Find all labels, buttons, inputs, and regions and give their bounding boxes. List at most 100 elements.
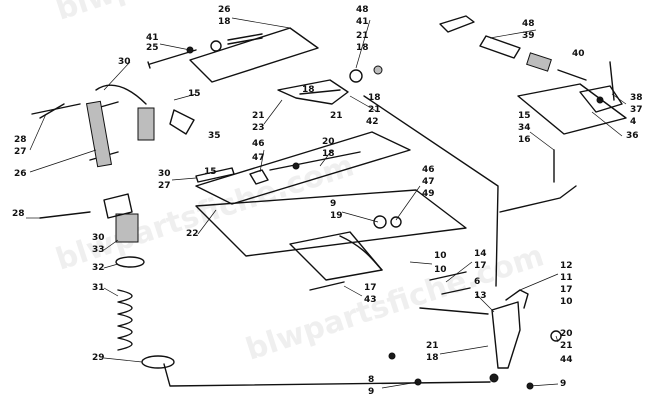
callout: 40 [572, 49, 585, 59]
mid-plate [195, 131, 411, 205]
shock-mount-arm [95, 84, 147, 105]
callout-labels: 26 18 41 25 48 41 21 18 30 15 35 28 27 2… [12, 5, 643, 397]
callout: 47 [422, 177, 435, 187]
lower-plate [195, 189, 467, 257]
callout: 35 [208, 131, 221, 141]
callout: 31 [92, 283, 105, 293]
callout: 9 [560, 379, 566, 389]
callout: 33 [92, 245, 105, 255]
shock-body [85, 100, 113, 168]
washer-21 [550, 330, 562, 342]
lower-bushing-2 [390, 216, 402, 228]
callout: 16 [518, 135, 531, 145]
callout: 17 [474, 261, 487, 271]
callout: 18 [368, 93, 381, 103]
ball-joint [489, 373, 499, 383]
callout: 9 [368, 387, 374, 397]
callout: 26 [14, 169, 27, 179]
callout: 48 [522, 19, 535, 29]
nut [292, 162, 300, 170]
lower-a-arm [289, 231, 383, 281]
watermark: blwpartsfiche.com [242, 238, 549, 367]
bushing-30 [103, 193, 133, 219]
rod-39 [479, 35, 521, 59]
callout: 26 [218, 5, 231, 15]
callout: 42 [366, 117, 379, 127]
callout: 30 [158, 169, 171, 179]
callout: 21 [560, 341, 573, 351]
callout: 46 [422, 165, 435, 175]
callout: 38 [630, 93, 643, 103]
callout: 21 [252, 111, 265, 121]
callout: 4 [630, 117, 636, 127]
reservoir [137, 107, 155, 141]
callout: 37 [630, 105, 643, 115]
bolt-38 [609, 61, 615, 101]
lower-tie [419, 307, 489, 315]
spring-31 [117, 289, 133, 351]
callout: 30 [118, 57, 131, 67]
upper-shaft [227, 33, 263, 45]
callout: 20 [322, 137, 335, 147]
callout: 17 [560, 285, 573, 295]
spindle [491, 301, 521, 369]
tie-rod [163, 363, 491, 387]
callout: 14 [474, 249, 487, 259]
leader-lines [26, 17, 627, 389]
callout: 18 [218, 17, 231, 27]
callout: 27 [14, 147, 27, 157]
bolt-28-lower [39, 211, 91, 219]
bolt-17 [309, 281, 345, 291]
cylinder-39 [526, 52, 552, 72]
callout: 49 [422, 189, 435, 199]
callout: 34 [518, 123, 531, 133]
bolt-27 [39, 103, 65, 119]
callout: 17 [364, 283, 377, 293]
cable [363, 95, 499, 287]
callout: 32 [92, 263, 105, 273]
bolt-8 [388, 352, 396, 360]
washer [373, 65, 383, 75]
cup-33 [115, 213, 139, 243]
bolt-14 [429, 271, 467, 281]
watermark: blwpartsfiche.com [52, 0, 359, 28]
spring-seat-29 [141, 355, 175, 369]
callout: 18 [426, 353, 439, 363]
lower-a-arm-brace [339, 235, 383, 271]
callout: 15 [188, 89, 201, 99]
upper-a-arm-brace [299, 89, 341, 95]
callout: 21 [426, 341, 439, 351]
callout: 21 [356, 31, 369, 41]
callout: 22 [186, 229, 199, 239]
callout: 25 [146, 43, 159, 53]
cable-right [499, 185, 577, 213]
callout: 15 [204, 167, 217, 177]
callout: 11 [560, 273, 573, 283]
lower-bushing [373, 215, 387, 229]
callout: 6 [474, 277, 480, 287]
upper-bushing-left [349, 69, 363, 83]
spring-seat-32 [115, 256, 145, 268]
bracket-37 [579, 85, 623, 113]
callout: 19 [330, 211, 343, 221]
link-47 [249, 169, 269, 185]
right-bracket-plate [517, 83, 627, 135]
callout: 28 [14, 135, 27, 145]
callout: 29 [92, 353, 105, 363]
spindle-arm [505, 289, 529, 309]
bolt-6 [441, 287, 471, 295]
callout: 41 [146, 33, 159, 43]
callout: 43 [364, 295, 377, 305]
callout: 27 [158, 181, 171, 191]
callout: 28 [12, 209, 25, 219]
callout: 36 [626, 131, 639, 141]
callout: 18 [302, 85, 315, 95]
callout: 47 [252, 153, 265, 163]
callout: 10 [560, 297, 573, 307]
callout: 41 [356, 17, 369, 27]
callout: 46 [252, 139, 265, 149]
callout: 13 [474, 291, 487, 301]
callout: 20 [560, 329, 573, 339]
